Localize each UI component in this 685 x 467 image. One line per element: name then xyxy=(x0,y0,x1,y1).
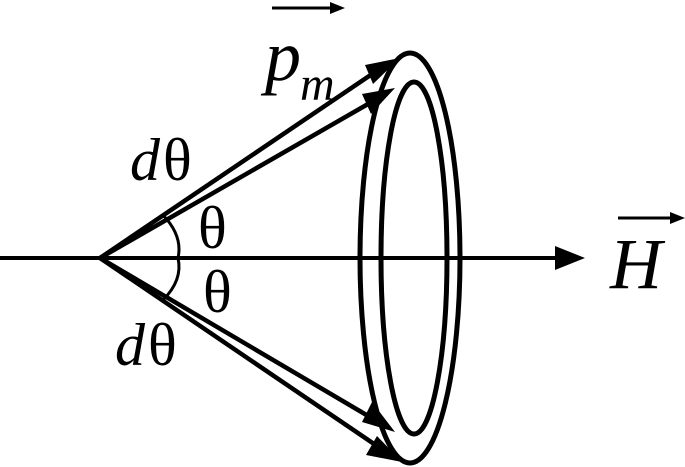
magnetic-moment-subscript: m xyxy=(300,58,335,111)
upper-moment-vector-outer-arrowhead xyxy=(365,58,400,84)
upper-dtheta-symbol: θ xyxy=(163,127,192,193)
magnetic-moment-label: p xyxy=(260,16,301,96)
lower-theta-arc xyxy=(161,257,181,302)
outer-precession-ring xyxy=(357,50,463,466)
lower-dtheta-symbol: θ xyxy=(148,312,177,378)
upper-moment-vector-outer xyxy=(98,68,380,260)
field-axis-arrowhead xyxy=(555,246,585,270)
upper-moment-vector-inner-arrowhead xyxy=(362,88,395,114)
lower-dtheta-d: d xyxy=(115,312,146,378)
upper-theta-arc xyxy=(161,213,181,259)
lower-moment-vector-outer xyxy=(98,256,382,450)
lower-moment-vector-inner-arrowhead xyxy=(362,402,395,432)
lower-theta-label: θ xyxy=(203,259,232,325)
upper-theta-label: θ xyxy=(198,195,227,261)
pm-overarrow-head xyxy=(330,2,345,14)
upper-dtheta-d: d xyxy=(130,127,161,193)
h-overarrow-head xyxy=(670,212,685,224)
upper-moment-vector-inner xyxy=(98,98,377,260)
lower-moment-vector-outer-arrowhead xyxy=(366,436,402,462)
magnetic-field-label: H xyxy=(609,224,666,304)
inner-precession-ring xyxy=(378,79,450,437)
lower-moment-vector-inner xyxy=(98,256,377,422)
